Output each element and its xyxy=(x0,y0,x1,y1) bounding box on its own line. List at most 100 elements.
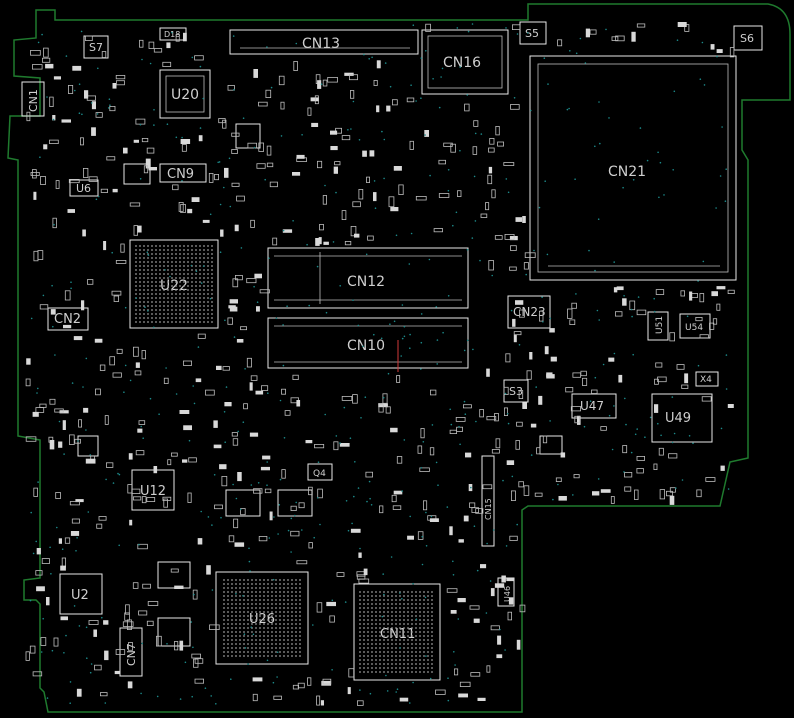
passive-component xyxy=(163,377,169,384)
passive-component xyxy=(258,101,268,107)
bga-ball xyxy=(167,277,169,279)
passive-component xyxy=(213,420,218,428)
bga-ball xyxy=(259,603,261,605)
bga-ball xyxy=(243,591,245,593)
bga-ball xyxy=(403,659,405,661)
bga-ball xyxy=(135,321,137,323)
bga-ball xyxy=(263,599,265,601)
bga-ball xyxy=(387,607,389,609)
bga-ball xyxy=(155,261,157,263)
bga-ball xyxy=(135,253,137,255)
via-field xyxy=(29,23,730,705)
via xyxy=(542,321,544,323)
passive-component xyxy=(214,173,219,181)
bga-ball xyxy=(167,313,169,315)
via xyxy=(61,548,64,550)
via xyxy=(660,434,662,437)
bga-ball xyxy=(223,595,225,597)
bga-ball xyxy=(151,249,153,251)
bga-ball xyxy=(419,607,421,609)
passive-component xyxy=(36,586,45,592)
bga-ball xyxy=(203,261,205,263)
via xyxy=(349,437,352,440)
passive-component xyxy=(43,144,48,150)
s6-label: S6 xyxy=(740,32,754,45)
via xyxy=(188,439,191,442)
passive-component xyxy=(446,588,458,593)
bga-ball xyxy=(171,317,173,319)
bga-ball xyxy=(399,663,401,665)
bga-ball xyxy=(263,583,265,585)
via xyxy=(181,180,183,182)
bga-ball xyxy=(183,281,185,283)
via xyxy=(252,633,255,636)
bga-ball xyxy=(419,631,421,633)
bga-ball xyxy=(375,647,377,649)
bga-ball xyxy=(375,623,377,625)
bga-ball xyxy=(267,611,269,613)
bga-ball xyxy=(363,643,365,645)
passive-component xyxy=(347,687,351,695)
bga-ball xyxy=(375,595,377,597)
bga-ball xyxy=(363,611,365,613)
via xyxy=(471,23,474,25)
bga-ball xyxy=(187,293,189,295)
bga-ball xyxy=(223,647,225,649)
bga-ball xyxy=(175,277,177,279)
bga-ball xyxy=(363,671,365,673)
bga-ball xyxy=(275,607,277,609)
bga-ball xyxy=(279,635,281,637)
bga-ball xyxy=(163,309,165,311)
bga-ball xyxy=(199,269,201,271)
bga-ball xyxy=(191,305,193,307)
bga-ball xyxy=(159,245,161,247)
bga-ball xyxy=(159,317,161,319)
bga-ball xyxy=(407,671,409,673)
s5-switch: S5 xyxy=(519,21,547,45)
bga-ball xyxy=(287,623,289,625)
passive-component xyxy=(132,496,142,501)
bga-ball xyxy=(187,309,189,311)
passive-component xyxy=(473,618,480,623)
via xyxy=(409,333,411,336)
via xyxy=(373,180,376,182)
bga-ball xyxy=(407,635,409,637)
bga-ball xyxy=(163,321,165,323)
passive-component xyxy=(231,432,238,437)
via xyxy=(574,178,576,180)
passive-component xyxy=(308,486,313,496)
passive-component xyxy=(611,36,619,41)
passive-component xyxy=(677,22,687,27)
bga-ball xyxy=(399,627,401,629)
passive-component xyxy=(391,99,398,106)
bga-ball xyxy=(147,249,149,251)
via xyxy=(697,280,699,282)
passive-component xyxy=(518,390,524,400)
via xyxy=(657,422,659,425)
bga-ball xyxy=(239,579,241,581)
bga-ball xyxy=(419,651,421,653)
bga-ball xyxy=(375,611,377,613)
bga-ball xyxy=(419,655,421,657)
passive-component xyxy=(129,519,133,526)
bga-ball xyxy=(187,273,189,275)
passive-component xyxy=(317,488,323,499)
via xyxy=(474,132,477,135)
bga-ball xyxy=(231,591,233,593)
passive-component xyxy=(379,505,384,514)
bga-ball xyxy=(167,317,169,319)
passive-component xyxy=(429,518,439,522)
via xyxy=(583,425,586,428)
bga-ball xyxy=(211,281,213,283)
bga-ball xyxy=(367,643,369,645)
passive-component xyxy=(613,287,618,293)
passive-component xyxy=(506,460,515,465)
bga-ball xyxy=(199,293,201,295)
bga-ball xyxy=(283,603,285,605)
passive-component xyxy=(187,208,193,214)
bga-ball xyxy=(163,301,165,303)
passive-component xyxy=(524,252,536,259)
bga-ball xyxy=(371,595,373,597)
bga-ball xyxy=(299,615,301,617)
via xyxy=(424,134,426,136)
